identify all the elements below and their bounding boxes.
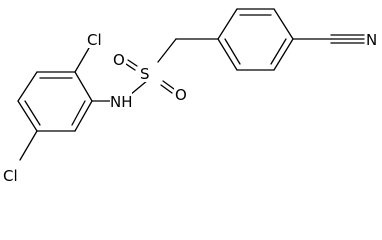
bond-ring1-d-inner (24, 100, 41, 126)
dichlorophenyl-ring (17, 71, 93, 132)
atom-nh: NH (110, 92, 133, 111)
atom-cl-bottom: Cl (2, 166, 22, 185)
benzonitrile-ring (217, 8, 294, 71)
bond-ring2-c-inner (270, 38, 287, 65)
bond-s-o-upper-2 (125, 63, 136, 71)
atom-oxygen-upper-label: O (113, 51, 125, 69)
bond-ring1-a (74, 71, 93, 102)
bond-ring2-f (217, 8, 238, 40)
molecule-drawing: Cl Cl NH S O O N (2, 8, 380, 185)
atom-cl-top-label: Cl (87, 31, 102, 49)
bond-s-ch2 (157, 38, 177, 63)
atom-cl-bottom-label: Cl (3, 167, 18, 185)
bond-ring2-d (273, 8, 294, 40)
atom-oxygen-lower-label: O (175, 86, 187, 104)
bond-ring1-c (17, 71, 38, 102)
atom-sulfur: S (139, 64, 152, 83)
bond-ring1-f (74, 100, 93, 132)
bond-ring2-c (273, 38, 294, 71)
atom-sulfur-label: S (140, 65, 150, 83)
atom-nitrile-n: N (365, 30, 380, 49)
bond-s-o-lower-2 (160, 84, 173, 94)
atom-oxygen-upper: O (112, 50, 126, 69)
structure-canvas: Cl Cl NH S O O N (2, 8, 380, 185)
bond-c-cl-bottom (19, 130, 38, 161)
bond-ring1-f-inner (71, 100, 86, 126)
atom-nh-label: NH (110, 93, 133, 111)
bond-n-s (129, 79, 149, 96)
bond-s-o-upper-1 (127, 59, 138, 67)
bond-c-cl-top (74, 47, 90, 73)
atom-cl-top: Cl (86, 30, 104, 49)
bond-ring2-a-inner (224, 38, 241, 65)
atom-nitrile-n-label: N (366, 31, 377, 49)
bond-ring1-d (17, 100, 38, 132)
atom-oxygen-lower: O (174, 85, 188, 104)
bond-s-o-lower-1 (162, 80, 175, 90)
bond-ring2-a (217, 38, 238, 71)
